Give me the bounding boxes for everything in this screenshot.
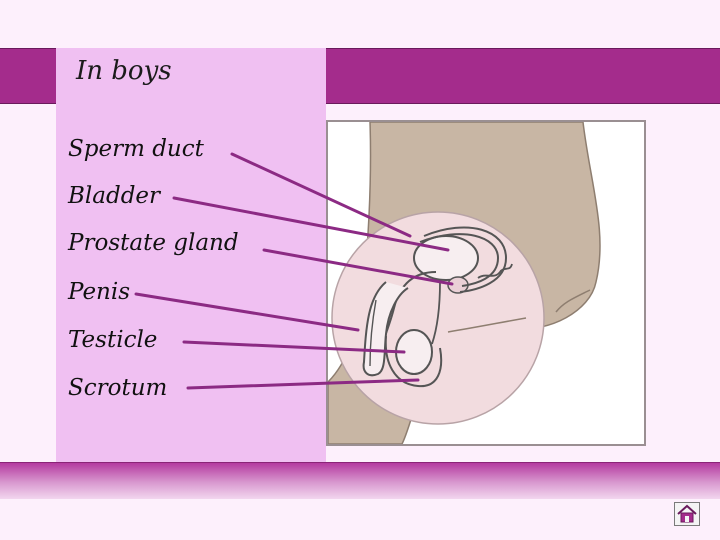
label-panel [56, 48, 326, 462]
home-icon [677, 504, 697, 523]
leader-bladder [172, 196, 450, 252]
leader-sperm-duct [230, 152, 412, 238]
label-sperm-duct: Sperm duct [68, 136, 204, 162]
label-penis: Penis [68, 279, 131, 305]
leader-testicle [182, 340, 406, 354]
home-button[interactable] [674, 502, 700, 526]
label-prostate-gland: Prostate gland [68, 230, 239, 256]
anatomy-illustration [327, 121, 601, 445]
leader-scrotum [186, 378, 420, 390]
leader-prostate-gland [262, 248, 454, 286]
label-scrotum: Scrotum [68, 375, 168, 401]
panel-title: In boys [76, 56, 172, 86]
label-testicle: Testicle [68, 327, 158, 353]
leader-penis [134, 292, 360, 332]
bottom-bar [0, 462, 720, 499]
anatomy-diagram [326, 120, 646, 446]
label-bladder: Bladder [68, 183, 161, 209]
